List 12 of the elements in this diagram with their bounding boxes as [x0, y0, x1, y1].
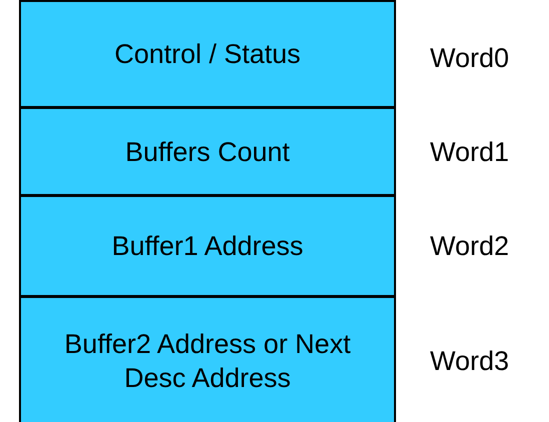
register-field-box [19, 107, 396, 196]
register-field-box [19, 296, 396, 422]
register-field-box [19, 0, 396, 108]
word-label: Word0 [430, 42, 510, 75]
word-label: Word3 [430, 345, 510, 378]
field-label: Buffers Count [124, 136, 291, 168]
field-label: Buffer2 Address or Next Desc Address [63, 328, 352, 395]
field-label: Buffer1 Address [110, 230, 304, 263]
field-label: Control / Status [113, 38, 302, 71]
word-label: Word1 [430, 136, 510, 168]
word-label: Word2 [430, 230, 510, 263]
register-field-box [19, 195, 396, 297]
